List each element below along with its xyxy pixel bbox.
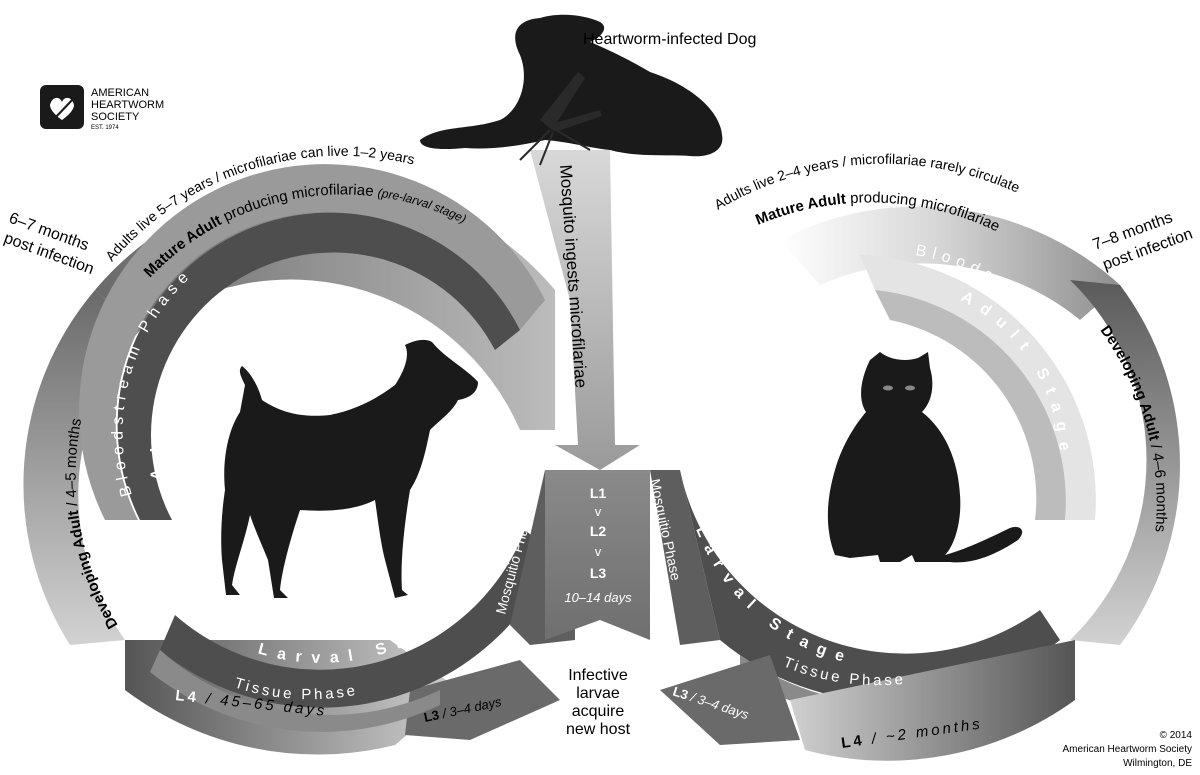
copyright-org: American Heartworm Society bbox=[1063, 744, 1192, 755]
cat-l4-band bbox=[790, 640, 1075, 761]
ahs-logo: AMERICAN HEARTWORM SOCIETY EST. 1974 bbox=[40, 85, 164, 131]
copyright-year: © 2014 bbox=[1160, 730, 1193, 741]
cat-l3-arrow bbox=[660, 655, 800, 745]
dog-infected-label: Heartworm-infected Dog bbox=[583, 31, 756, 48]
cat-larval-stage-ring bbox=[680, 470, 1060, 702]
infective-line-1: Infective bbox=[568, 667, 628, 684]
l2-l3-arrow: v bbox=[595, 544, 602, 559]
logo-line-3: SOCIETY bbox=[91, 111, 140, 123]
infective-line-2: larvae bbox=[576, 685, 620, 702]
dog-silhouette bbox=[221, 339, 478, 598]
cat-bloodstream-ring bbox=[860, 255, 1096, 520]
cat-adult-stage-ring bbox=[875, 290, 1066, 520]
cat-mosquito-phase-ring bbox=[650, 470, 720, 645]
center-larvae-column bbox=[545, 470, 650, 640]
cat-developing-band bbox=[1070, 280, 1180, 645]
logo-line-2: HEARTWORM bbox=[91, 99, 164, 111]
logo-line-1: AMERICAN bbox=[91, 87, 149, 99]
l2-label: L2 bbox=[590, 523, 607, 539]
dog-tissue-phase-ring bbox=[150, 650, 440, 732]
copyright-city: Wilmington, DE bbox=[1123, 758, 1192, 769]
mosquito-ingest-arrow bbox=[530, 150, 640, 470]
cat-mature-band bbox=[780, 206, 1120, 320]
logo-est: EST. 1974 bbox=[91, 125, 119, 131]
l1-label: L1 bbox=[590, 485, 607, 501]
dog-cycle bbox=[23, 164, 575, 755]
infective-line-4: new host bbox=[566, 721, 631, 738]
center-days-label: 10–14 days bbox=[564, 590, 632, 605]
dog-adult-stage-ring bbox=[117, 212, 520, 521]
dog-developing-band bbox=[23, 290, 140, 645]
cat-silhouette bbox=[827, 352, 1023, 563]
dog-l3-arrow bbox=[405, 660, 560, 740]
infective-line-3: acquire bbox=[572, 703, 625, 720]
l1-l2-arrow: v bbox=[595, 504, 602, 519]
cat-cycle bbox=[650, 206, 1180, 761]
dog-bloodstream-ring bbox=[79, 164, 545, 521]
l3-label: L3 bbox=[590, 565, 607, 581]
mosquito-silhouette bbox=[519, 72, 602, 166]
dog-larval-stage-ring bbox=[160, 530, 555, 708]
